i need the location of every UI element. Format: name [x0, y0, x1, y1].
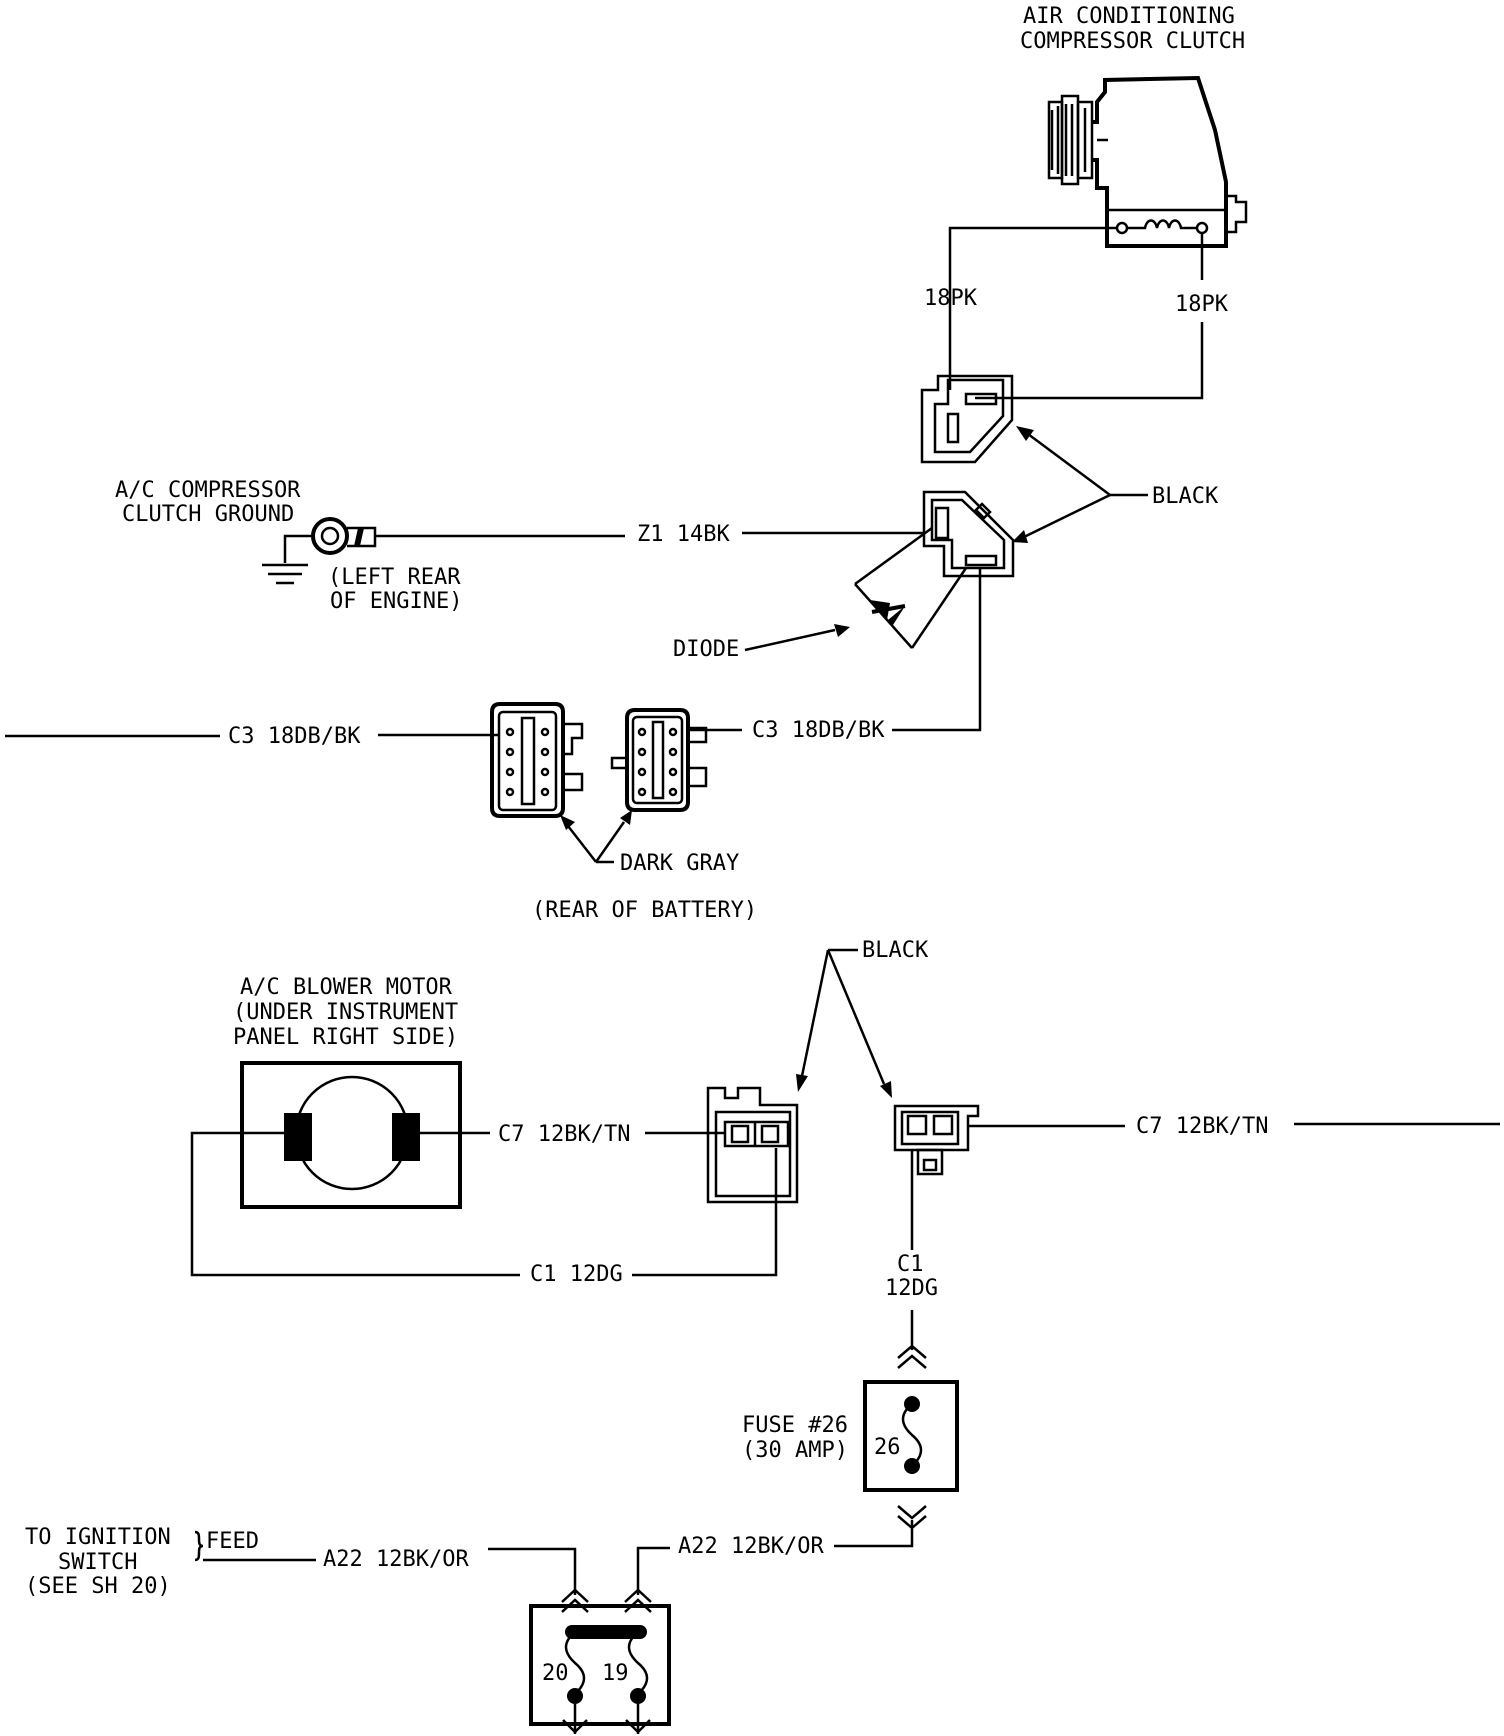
wire-label-c7-right: C7 12BK/TN [1136, 1114, 1268, 1139]
c3-connector-right [610, 708, 708, 812]
clutch-connector-lower [922, 490, 1015, 578]
wire-label-18pk-left: 18PK [924, 286, 978, 311]
dark-gray-label: DARK GRAY [620, 851, 739, 876]
black-label-upper: BLACK [1152, 484, 1219, 509]
wire-label-a22-right: A22 12BK/OR [678, 1534, 824, 1559]
feed-label: FEED [206, 1529, 259, 1554]
ground-location-1: (LEFT REAR [328, 565, 461, 590]
wire-label-c3-right: C3 18DB/BK [752, 718, 885, 743]
dark-gray-callout: DARK GRAY [560, 810, 739, 876]
black-label-lower: BLACK [862, 938, 929, 963]
ignition-label-1: TO IGNITION [25, 1525, 171, 1550]
black-callout-lower: BLACK [796, 938, 929, 1098]
fuse-20-19: 20 19 [529, 1588, 671, 1734]
wire-label-c3-left: C3 18DB/BK [228, 724, 361, 749]
ignition-feed: TO IGNITION SWITCH (SEE SH 20) FEED A22 … [25, 1525, 577, 1599]
fuse-19-number: 19 [602, 1661, 629, 1686]
blower-title-2: (UNDER INSTRUMENT [233, 1000, 458, 1025]
ground-location-2: OF ENGINE) [330, 589, 462, 614]
compressor-clutch-title-2: COMPRESSOR CLUTCH [1020, 29, 1245, 54]
blower-motor: A/C BLOWER MOTOR (UNDER INSTRUMENT PANEL… [233, 975, 462, 1209]
wire-label-18pk-right: 18PK [1175, 292, 1229, 317]
blower-connector-left [706, 1086, 799, 1204]
blower-connector-right [893, 1104, 980, 1176]
wire-label-c1-left: C1 12DG [530, 1262, 623, 1287]
fuse-26: 26 FUSE #26 (30 AMP) [742, 1310, 959, 1548]
fuse-26-label-1: FUSE #26 [742, 1413, 848, 1438]
wire-label-c7-left: C7 12BK/TN [498, 1122, 630, 1147]
ground-title-1: A/C COMPRESSOR [115, 478, 301, 503]
diode: DIODE [673, 526, 968, 662]
c3-connector-left [490, 702, 584, 818]
compressor-clutch: AIR CONDITIONING COMPRESSOR CLUTCH [1020, 4, 1248, 248]
fuse-26-number: 26 [874, 1435, 901, 1460]
clutch-connector-upper [920, 374, 1014, 464]
fuse-26-label-2: (30 AMP) [742, 1438, 848, 1463]
blower-title-1: A/C BLOWER MOTOR [240, 975, 453, 1000]
ground-title-2: CLUTCH GROUND [122, 502, 294, 527]
battery-location-label: (REAR OF BATTERY) [532, 898, 757, 923]
wire-label-c1-down-1: C1 [897, 1252, 924, 1277]
wire-label-a22-left: A22 12BK/OR [323, 1547, 469, 1572]
ignition-label-2: SWITCH [58, 1550, 137, 1575]
fuse-20-number: 20 [542, 1661, 569, 1686]
clutch-ground: A/C COMPRESSOR CLUTCH GROUND (LEFT REAR … [115, 478, 462, 614]
wire-label-c1-down-2: 12DG [885, 1276, 938, 1301]
compressor-clutch-title-1: AIR CONDITIONING [1023, 4, 1235, 29]
diode-label: DIODE [673, 637, 739, 662]
wire-label-z1: Z1 14BK [637, 522, 730, 547]
blower-title-3: PANEL RIGHT SIDE) [233, 1025, 458, 1050]
ignition-label-3: (SEE SH 20) [25, 1574, 171, 1599]
black-callout-upper: BLACK [1012, 426, 1219, 543]
